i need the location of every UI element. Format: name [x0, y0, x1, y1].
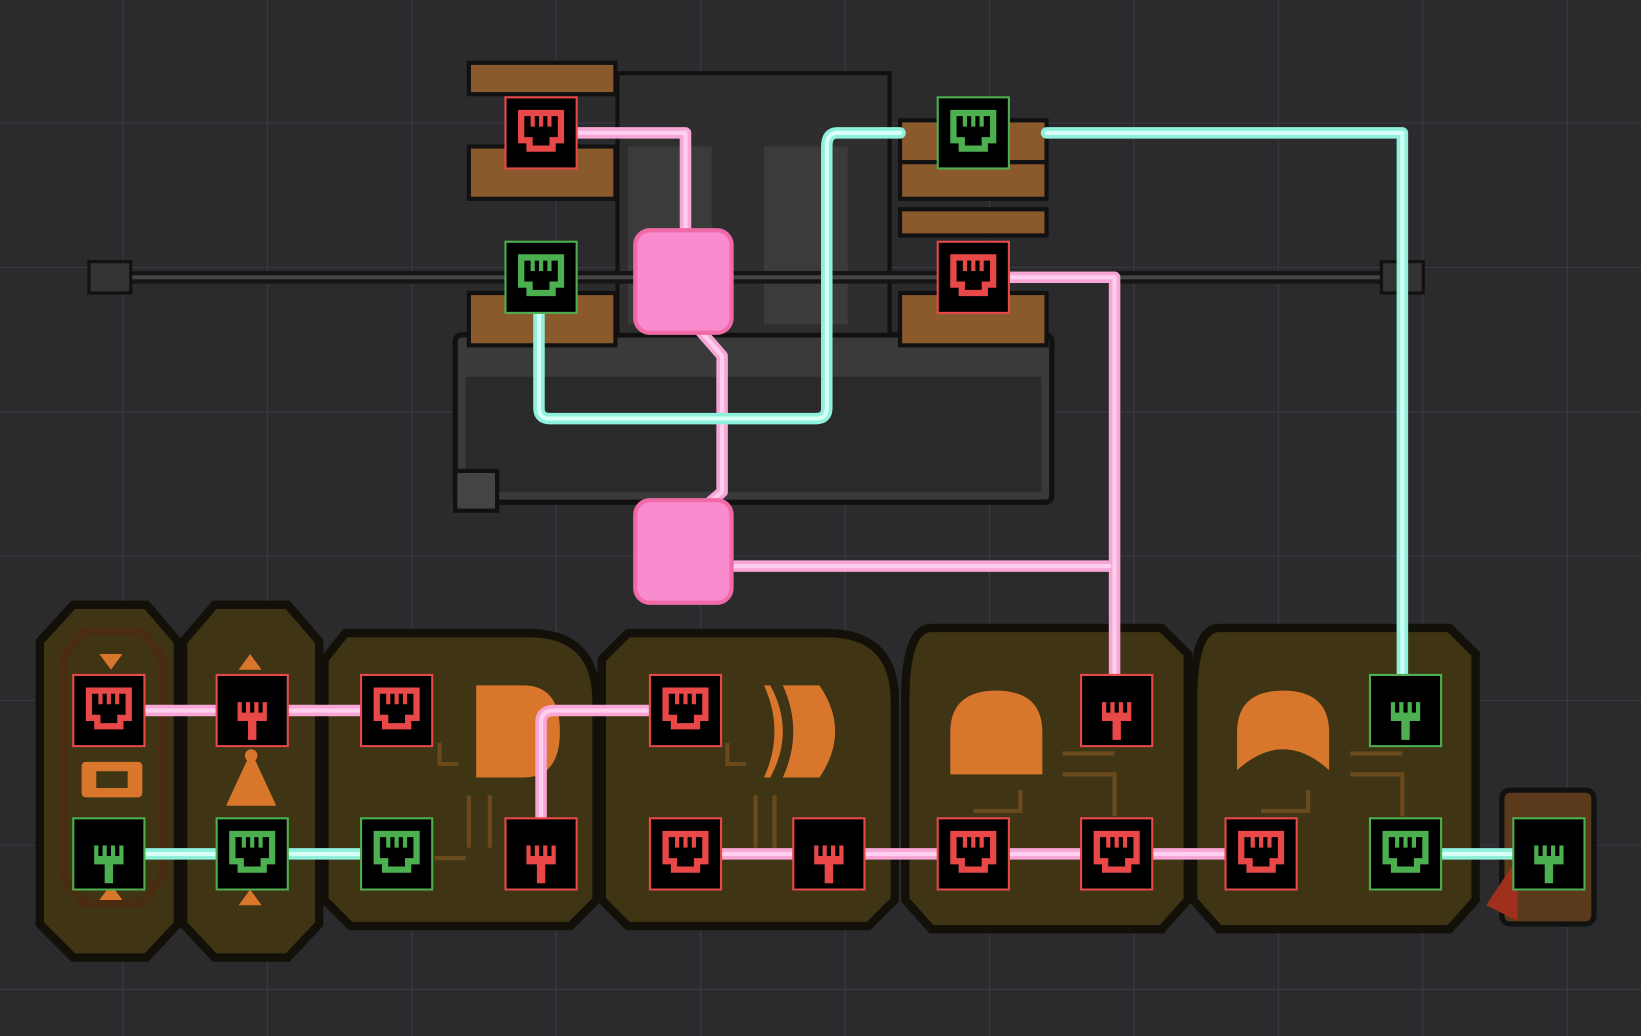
red-input-port-icon[interactable]: [937, 241, 1009, 313]
pink-wire-bridge-bottom[interactable]: [633, 498, 734, 605]
power-plug-left-icon: [87, 260, 133, 295]
red-input-port-icon[interactable]: [1225, 818, 1297, 890]
red-input-port-icon[interactable]: [361, 674, 433, 747]
or-gate-icon: [763, 685, 836, 778]
red-input-port-icon[interactable]: [649, 818, 722, 890]
green-output-port-icon[interactable]: [1369, 674, 1442, 747]
red-input-port-icon[interactable]: [649, 674, 722, 747]
green-input-port-icon[interactable]: [216, 818, 288, 890]
gate-buffer[interactable]: [35, 600, 183, 962]
not-gate-icon: [226, 654, 277, 906]
green-output-port-icon[interactable]: [1513, 818, 1585, 890]
red-input-port-icon[interactable]: [937, 818, 1009, 890]
red-output-port-icon[interactable]: [793, 818, 865, 890]
red-input-port-icon[interactable]: [1081, 818, 1153, 890]
and-gate-icon: [476, 685, 560, 778]
red-output-port-icon[interactable]: [216, 674, 288, 747]
red-output-port-icon[interactable]: [1081, 674, 1153, 747]
green-input-port-icon[interactable]: [505, 241, 577, 313]
green-input-port-icon[interactable]: [361, 818, 433, 890]
green-input-port-icon[interactable]: [937, 97, 1009, 169]
gate-not[interactable]: [178, 600, 324, 962]
ports: [72, 96, 1586, 891]
green-input-port-icon[interactable]: [1369, 818, 1442, 890]
red-input-port-icon[interactable]: [73, 674, 145, 747]
power-wire[interactable]: [87, 260, 1425, 295]
red-input-port-icon[interactable]: [505, 97, 577, 169]
and-gate-icon: [950, 690, 1043, 775]
red-output-port-icon[interactable]: [505, 818, 577, 890]
green-output-port-icon[interactable]: [73, 818, 145, 890]
pink-wire-bridge-top[interactable]: [633, 228, 734, 335]
green-signal-wires[interactable]: [140, 127, 1519, 860]
or-gate-icon: [1237, 690, 1330, 771]
